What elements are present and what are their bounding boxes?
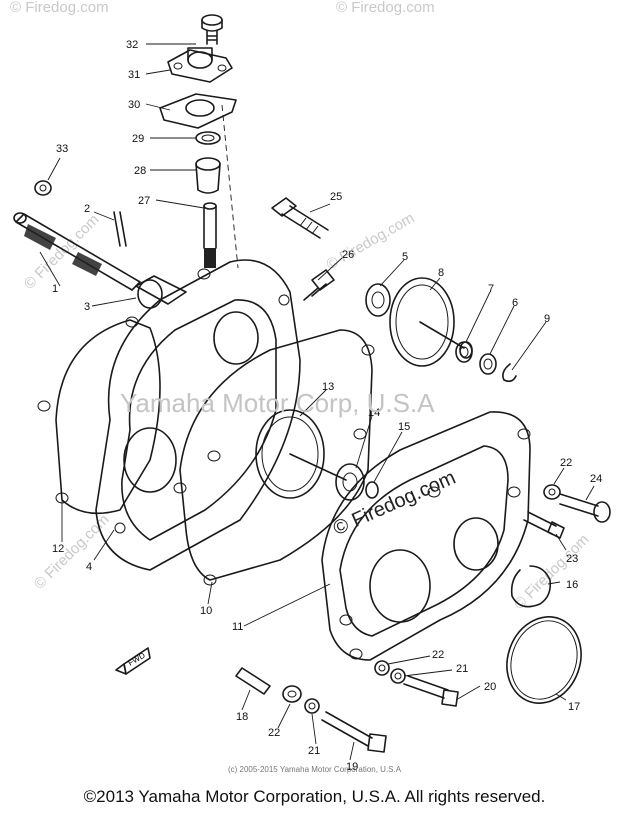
callout-9: 9: [544, 313, 550, 325]
center-watermark: Yamaha Motor Corp, U.S.A: [120, 388, 435, 418]
callout-15: 15: [398, 421, 410, 433]
callout-20: 20: [484, 681, 496, 693]
part-22-washer-lower: [374, 660, 390, 676]
callout-24: 24: [590, 473, 602, 485]
callout-8a: 8: [438, 267, 444, 279]
callout-3: 3: [84, 301, 90, 313]
callout-33: 33: [56, 143, 68, 155]
callout-5: 5: [402, 251, 408, 263]
part-19-bolt: [321, 711, 387, 753]
part-16-circlip: [510, 565, 552, 608]
copyright-caption: ©2013 Yamaha Motor Corporation, U.S.A. A…: [83, 787, 546, 806]
wm-bottom-left: © Firedog.com: [31, 511, 113, 593]
part-18-dowel: [235, 667, 271, 695]
part-11-cover: [321, 411, 531, 661]
callout-32: 32: [126, 39, 138, 51]
callout-14: 14: [368, 407, 380, 419]
callout-2: 2: [84, 203, 90, 215]
part-17-oring: [506, 616, 582, 704]
wm-bottom-right: © Firedog.com: [511, 531, 593, 613]
part-1-worm-shaft: [13, 212, 141, 291]
part-32-bolt: [201, 14, 223, 45]
callout-16: 16: [566, 579, 578, 591]
part-8-gear: [389, 277, 473, 367]
wm-top-right: © Firedog.com: [336, 0, 435, 16]
callout-22-bottom: 22: [268, 727, 280, 739]
small-copyright: (c) 2005-2015 Yamaha Motor Corporation, …: [227, 765, 402, 774]
part-25-bolt: [271, 197, 329, 239]
callout-19: 19: [346, 761, 358, 773]
callout-13: 13: [322, 381, 334, 393]
callout-18: 18: [236, 711, 248, 723]
part-22-washer-bottom: [282, 685, 302, 703]
part-26-bolt: [303, 269, 335, 301]
part-14-bearing: [335, 463, 365, 501]
callout-21-lower: 21: [456, 663, 468, 675]
callout-numbers: 32 31 30 29 28 27 33 2 1 3 25 26 5 8 7 6…: [52, 39, 602, 773]
part-21-washer-bottom: [304, 698, 320, 714]
part-20-bolt: [403, 675, 459, 707]
part-33-washer: [34, 180, 52, 196]
part-5-bearing: [365, 283, 391, 317]
part-28-bushing: [195, 157, 221, 194]
part-12-gasket: [37, 316, 161, 515]
callout-30: 30: [128, 99, 140, 111]
part-22-washer-right: [543, 484, 561, 500]
part-30-gasket: [159, 93, 237, 129]
fwd-arrow: FWD: [115, 647, 151, 675]
wm-mid: © Firedog.com: [324, 209, 418, 273]
part-6-washer: [479, 353, 497, 375]
part-9-clip: [502, 363, 517, 383]
part-23-bolt: [523, 511, 565, 539]
part-2-pin: [113, 211, 127, 247]
part-4-pump-housing: [95, 259, 301, 571]
center-line-pump: [221, 104, 239, 269]
wm-top-left: © Firedog.com: [10, 0, 109, 16]
callout-7: 7: [488, 283, 494, 295]
callout-22-lower: 22: [432, 649, 444, 661]
callout-23: 23: [566, 553, 578, 565]
callout-1: 1: [52, 283, 58, 295]
part-15-clip: [365, 481, 379, 499]
callout-21-bottom: 21: [308, 745, 320, 757]
part-10-gasket: [173, 329, 375, 586]
fwd-label: FWD: [127, 651, 147, 668]
callout-28: 28: [134, 165, 146, 177]
callout-6: 6: [512, 297, 518, 309]
part-3-bearing: [135, 275, 187, 309]
part-13-gear: [255, 409, 347, 499]
callout-22-right: 22: [560, 457, 572, 469]
part-21-washer-lower: [390, 668, 406, 684]
part-31-cover: [167, 47, 233, 83]
callout-26: 26: [342, 249, 354, 261]
callout-11: 11: [232, 621, 243, 633]
callout-4: 4: [86, 561, 92, 573]
part-24-bolt: [559, 493, 611, 523]
part-27-shaft: [203, 202, 217, 268]
callout-25: 25: [330, 191, 342, 203]
callout-27: 27: [138, 195, 150, 207]
callout-17: 17: [568, 701, 580, 713]
leader-lines: [39, 43, 595, 761]
callout-10: 10: [200, 605, 212, 617]
part-7-washer: [455, 341, 473, 363]
callout-12: 12: [52, 543, 64, 555]
part-29-ring: [195, 131, 221, 145]
callout-29: 29: [132, 133, 144, 145]
callout-31: 31: [128, 69, 140, 81]
